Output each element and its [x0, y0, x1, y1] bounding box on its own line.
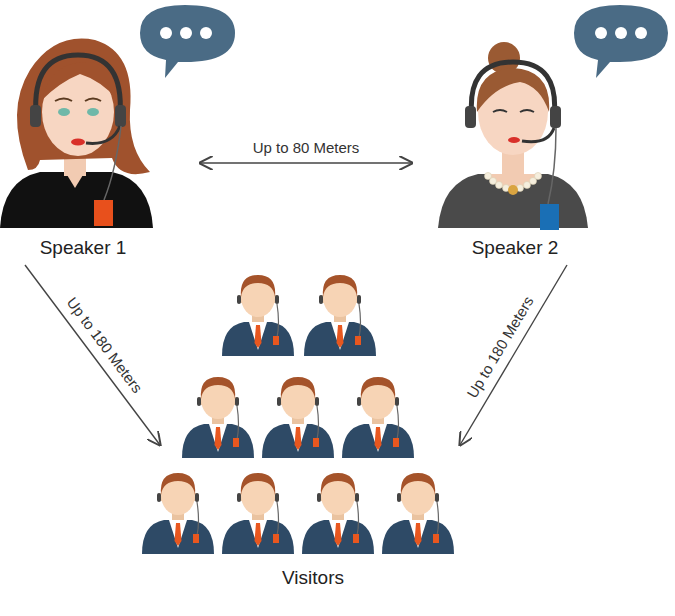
distance-label: Up to 180 Meters: [63, 293, 148, 398]
visitor-group: Visitors: [160, 265, 460, 595]
distance-arrow: [200, 162, 412, 163]
node-label: Visitors: [282, 567, 344, 589]
node-label: Speaker 2: [472, 237, 559, 259]
speaker-node: Speaker 1: [0, 0, 200, 265]
node-label: Speaker 1: [40, 237, 127, 259]
distance-arrow: [25, 265, 160, 445]
distance-label: Up to 80 Meters: [251, 139, 362, 156]
distance-arrow: [460, 265, 567, 445]
speaker-node: Speaker 2: [412, 0, 600, 265]
distance-label: Up to 180 Meters: [462, 291, 537, 402]
